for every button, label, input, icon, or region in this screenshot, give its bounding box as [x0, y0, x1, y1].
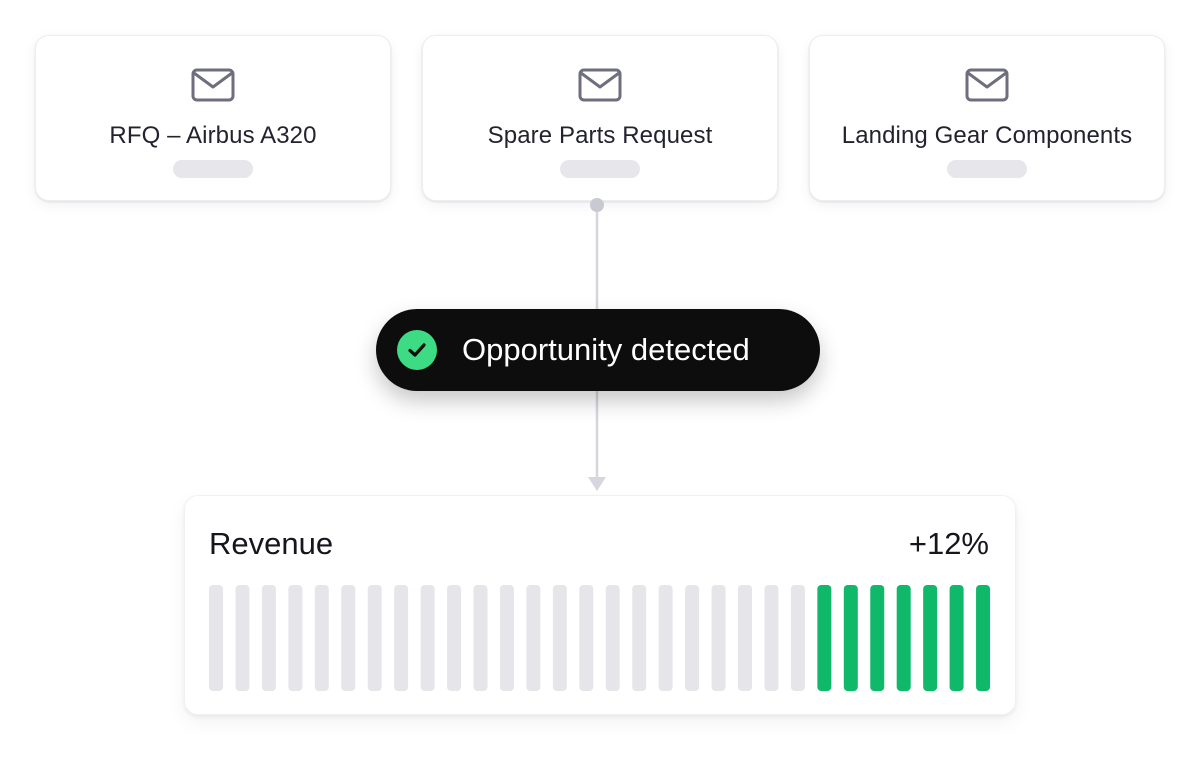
revenue-bar: [605, 585, 620, 691]
revenue-card: Revenue +12%: [184, 495, 1016, 715]
revenue-bar-active: [843, 585, 858, 691]
revenue-bar: [579, 585, 594, 691]
revenue-bar: [685, 585, 700, 691]
revenue-bar: [790, 585, 805, 691]
mail-icon: [965, 68, 1009, 102]
revenue-bar: [447, 585, 462, 691]
revenue-bar-active: [870, 585, 885, 691]
revenue-bar: [738, 585, 752, 691]
revenue-bar: [288, 585, 303, 691]
revenue-bar: [261, 585, 276, 691]
revenue-change: +12%: [908, 526, 989, 561]
revenue-bar: [235, 585, 250, 691]
revenue-bar: [658, 585, 673, 691]
mail-icon: [578, 68, 622, 102]
revenue-bar-active: [896, 585, 911, 691]
revenue-bar: [499, 585, 514, 691]
revenue-bar: [632, 585, 647, 691]
revenue-title: Revenue: [209, 526, 334, 561]
revenue-bar-active: [949, 585, 964, 691]
revenue-bar: [711, 585, 726, 691]
connector-dot: [590, 198, 604, 212]
revenue-bar: [209, 585, 223, 691]
opportunity-label: Opportunity detected: [462, 332, 750, 367]
revenue-bar: [764, 585, 779, 691]
mail-icon: [191, 68, 235, 102]
revenue-bar-active: [976, 585, 991, 691]
opportunity-badge: Opportunity detected: [376, 309, 820, 391]
card-placeholder-bar: [947, 160, 1027, 178]
card-title: Landing Gear Components: [841, 122, 1133, 149]
email-card-rfq[interactable]: RFQ – Airbus A320: [35, 35, 391, 201]
arrow-down-icon: [588, 477, 606, 491]
email-card-landing-gear[interactable]: Landing Gear Components: [809, 35, 1165, 201]
revenue-bars: [209, 585, 991, 691]
revenue-bar-active: [817, 585, 832, 691]
revenue-bar: [341, 585, 356, 691]
revenue-bar: [314, 585, 329, 691]
revenue-bar: [394, 585, 409, 691]
check-circle-icon: [397, 330, 437, 370]
card-title: Spare Parts Request: [487, 122, 713, 149]
card-placeholder-bar: [560, 160, 640, 178]
revenue-bar: [526, 585, 541, 691]
revenue-bar: [473, 585, 488, 691]
revenue-bar-active: [923, 585, 938, 691]
card-title: RFQ – Airbus A320: [109, 122, 317, 149]
email-card-spare-parts[interactable]: Spare Parts Request: [422, 35, 778, 201]
revenue-bar: [420, 585, 435, 691]
card-placeholder-bar: [173, 160, 253, 178]
revenue-bar: [367, 585, 382, 691]
revenue-bar: [552, 585, 567, 691]
